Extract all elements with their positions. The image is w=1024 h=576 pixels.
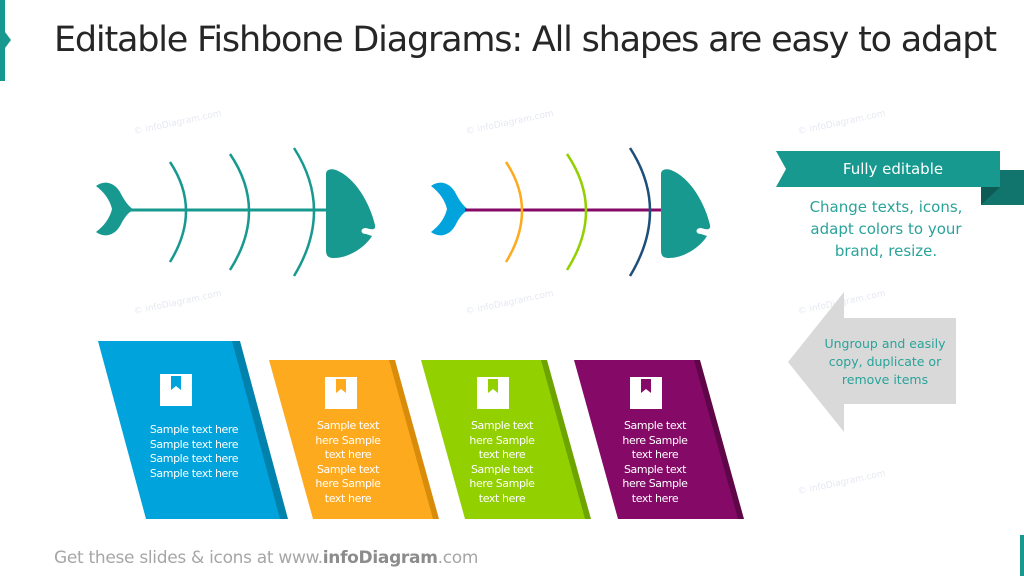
fish-bone-1 (504, 161, 524, 263)
fish-bone-2 (228, 153, 251, 271)
watermark: © infoDiagram.com (464, 288, 555, 318)
watermark: © infoDiagram.com (132, 288, 223, 318)
fish-head-icon (326, 169, 376, 258)
callout-description: Change texts, icons, adapt colors to you… (809, 198, 963, 260)
bookmark-icon (630, 377, 662, 409)
fishbone-teal[interactable] (90, 140, 390, 290)
fully-editable-ribbon: Fully editable (776, 151, 1024, 205)
watermark: © infoDiagram.com (796, 108, 887, 138)
arrow-note-text: Ungroup and easily copy, duplicate or re… (824, 336, 946, 387)
fish-bone-1 (168, 161, 188, 263)
footer-credit[interactable]: Get these slides & icons at www.infoDiag… (54, 548, 479, 568)
fish-bone-2 (565, 153, 588, 271)
fish-bone-3 (628, 147, 652, 277)
left-accent-notch (5, 32, 11, 48)
bookmark-icon (325, 377, 357, 409)
footer-brand: infoDiagram (322, 548, 438, 568)
bookmark-icon (477, 377, 509, 409)
page-title: Editable Fishbone Diagrams: All shapes a… (54, 20, 997, 60)
corner-accent-bar (1020, 535, 1024, 576)
fishbone-colored[interactable] (425, 140, 725, 290)
watermark: © infoDiagram.com (132, 108, 223, 138)
ribbon-label: Fully editable (842, 160, 944, 178)
bookmark-icon (160, 374, 192, 406)
fish-bone-3 (292, 147, 316, 277)
watermark: © infoDiagram.com (796, 468, 887, 498)
fish-head-icon (661, 169, 711, 258)
arrow-left-icon (788, 292, 956, 432)
fish-tail-icon (431, 182, 469, 236)
left-accent-bar (0, 0, 5, 81)
watermark: © infoDiagram.com (464, 108, 555, 138)
left-arrow-shape (788, 292, 956, 432)
fish-tail-icon (96, 182, 134, 236)
